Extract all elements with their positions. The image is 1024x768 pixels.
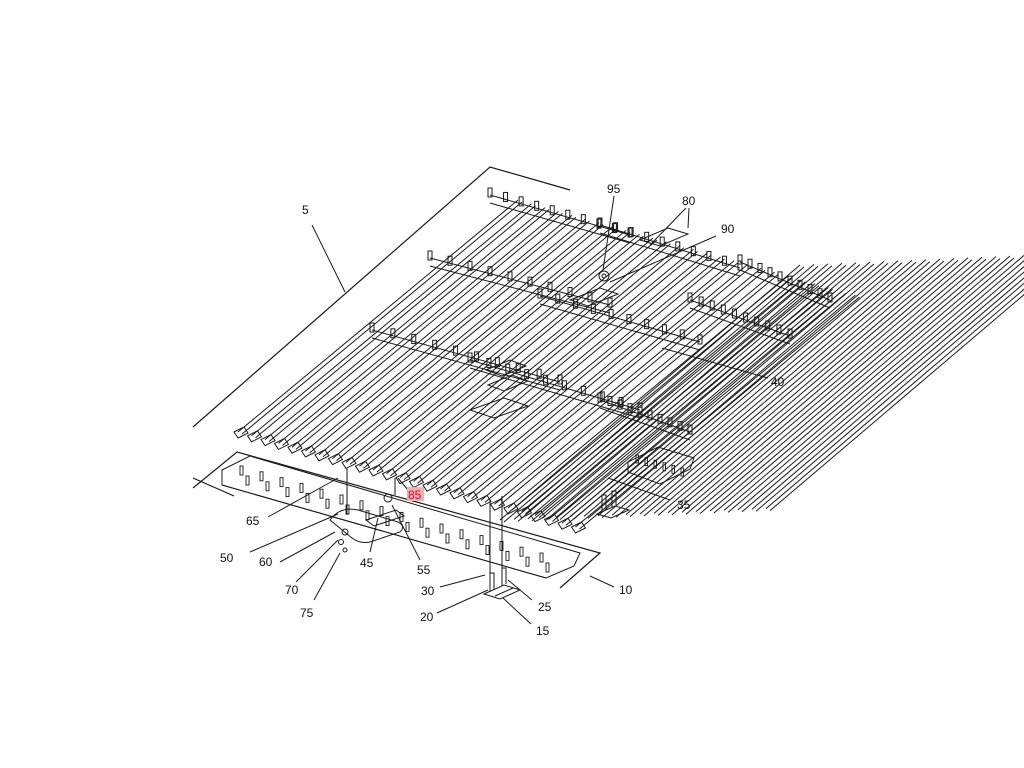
cross-rails bbox=[233, 187, 1024, 534]
callout-95: 95 bbox=[607, 182, 621, 196]
callout-20: 20 bbox=[420, 610, 434, 624]
callout-45: 45 bbox=[360, 556, 374, 570]
callout-80: 80 bbox=[682, 194, 696, 208]
callout-labels: 5 95 80 90 40 35 85 65 50 60 45 55 70 75… bbox=[220, 182, 785, 638]
center-clamps bbox=[468, 227, 690, 419]
callout-40: 40 bbox=[771, 375, 785, 389]
base-plate bbox=[221, 455, 581, 579]
assembly-outline bbox=[192, 166, 602, 589]
callout-50: 50 bbox=[220, 551, 234, 565]
side-plate-pins bbox=[635, 454, 684, 477]
callout-25: 25 bbox=[538, 600, 552, 614]
hinge-assembly bbox=[329, 468, 406, 553]
callout-90: 90 bbox=[721, 222, 735, 236]
callout-5: 5 bbox=[302, 203, 309, 217]
callout-55: 55 bbox=[417, 563, 431, 577]
callout-65: 65 bbox=[246, 514, 260, 528]
leader-lines bbox=[249, 195, 769, 625]
callout-85-highlight bbox=[407, 487, 424, 501]
callout-60: 60 bbox=[259, 555, 273, 569]
side-plate bbox=[627, 446, 695, 485]
base-plate-pins bbox=[239, 465, 550, 573]
callout-75: 75 bbox=[300, 606, 314, 620]
callout-35: 35 bbox=[677, 498, 691, 512]
callout-30: 30 bbox=[421, 584, 435, 598]
callout-70: 70 bbox=[285, 583, 299, 597]
callout-85: 85 bbox=[408, 488, 422, 502]
callout-10: 10 bbox=[619, 583, 633, 597]
callout-15: 15 bbox=[536, 624, 550, 638]
